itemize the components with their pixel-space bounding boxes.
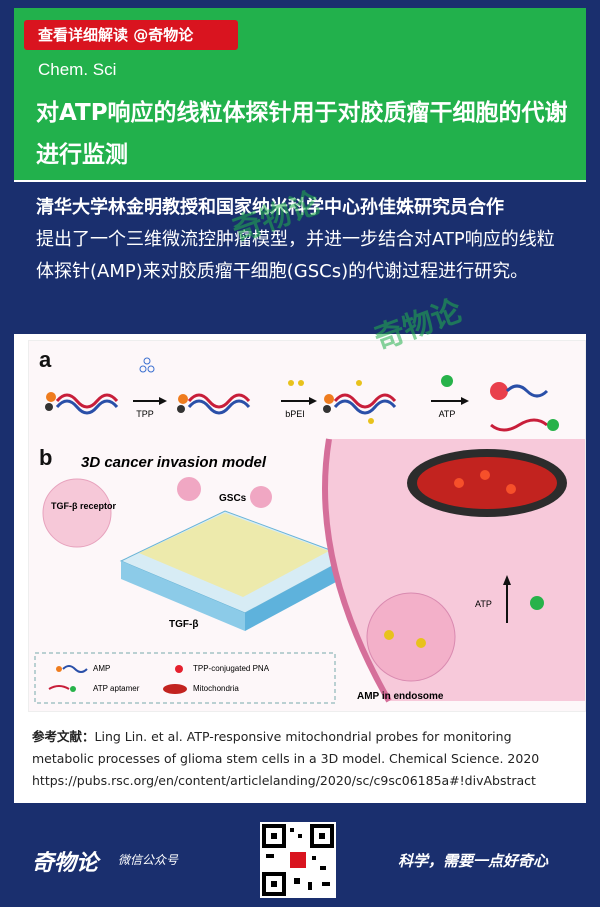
- detail-link-badge[interactable]: 查看详细解读 @奇物论: [24, 20, 238, 50]
- tgf-receptor-label: TGF-β receptor: [51, 501, 116, 511]
- figure-illustration: TPP bPEI ATP 3D cancer invasion model: [34, 357, 585, 704]
- model-title: 3D cancer invasion model: [81, 454, 267, 471]
- slogan: 科学，需要一点好奇心: [398, 852, 549, 870]
- amp-dot: [45, 403, 53, 411]
- summary-lead: 清华大学林金明教授和国家纳米科学中心孙佳姝研究员合作: [36, 197, 504, 218]
- summary-body: 提出了一个三维微流控肿瘤模型，并进一步结合对ATP响应的线粒体探针(AMP)来对…: [36, 229, 555, 282]
- legend-aptamer: ATP aptamer: [93, 684, 140, 693]
- reference-box: 参考文献：Ling Lin. et al. ATP-responsive mit…: [18, 720, 584, 800]
- tpp-label: TPP: [136, 409, 154, 419]
- legend-mito: Mitochondria: [193, 684, 239, 693]
- panel-a-scheme: TPP bPEI ATP: [45, 357, 559, 432]
- panel-a-label: a: [39, 347, 52, 372]
- summary-box: 清华大学林金明教授和国家纳米科学中心孙佳姝研究员合作 提出了一个三维微流控肿瘤模…: [14, 182, 586, 334]
- brand-name: 奇物论: [32, 850, 99, 876]
- journal-name: Chem. Sci: [38, 60, 117, 79]
- brand-subtitle: 微信公众号: [118, 853, 179, 867]
- amp-dot: [46, 392, 56, 402]
- gscs-label: GSCs: [219, 493, 247, 504]
- legend-amp: AMP: [93, 664, 110, 673]
- panel-b-label: b: [39, 445, 53, 470]
- reference-label: 参考文献：: [32, 729, 95, 744]
- tgf-label: TGF-β: [169, 619, 198, 630]
- qr-code-icon[interactable]: [260, 822, 336, 898]
- reference-url[interactable]: https://pubs.rsc.org/en/content/articlel…: [32, 773, 536, 788]
- atp-arrow-label: ATP: [475, 599, 492, 609]
- figure-panel: a b TPP bPEI ATP: [28, 340, 586, 712]
- footer: 奇物论 微信公众号 科学，需要一点好奇心: [0, 810, 600, 907]
- legend-tpp-pna: TPP-conjugated PNA: [193, 664, 270, 673]
- reference-text: Ling Lin. et al. ATP-responsive mitochon…: [32, 729, 540, 766]
- page-title: 对ATP响应的线粒体探针用于对胶质瘤干细胞的代谢进行监测: [36, 100, 568, 168]
- atp-label: ATP: [439, 409, 456, 419]
- bpei-label: bPEI: [285, 409, 305, 419]
- endosome-label: AMP in endosome: [357, 691, 444, 702]
